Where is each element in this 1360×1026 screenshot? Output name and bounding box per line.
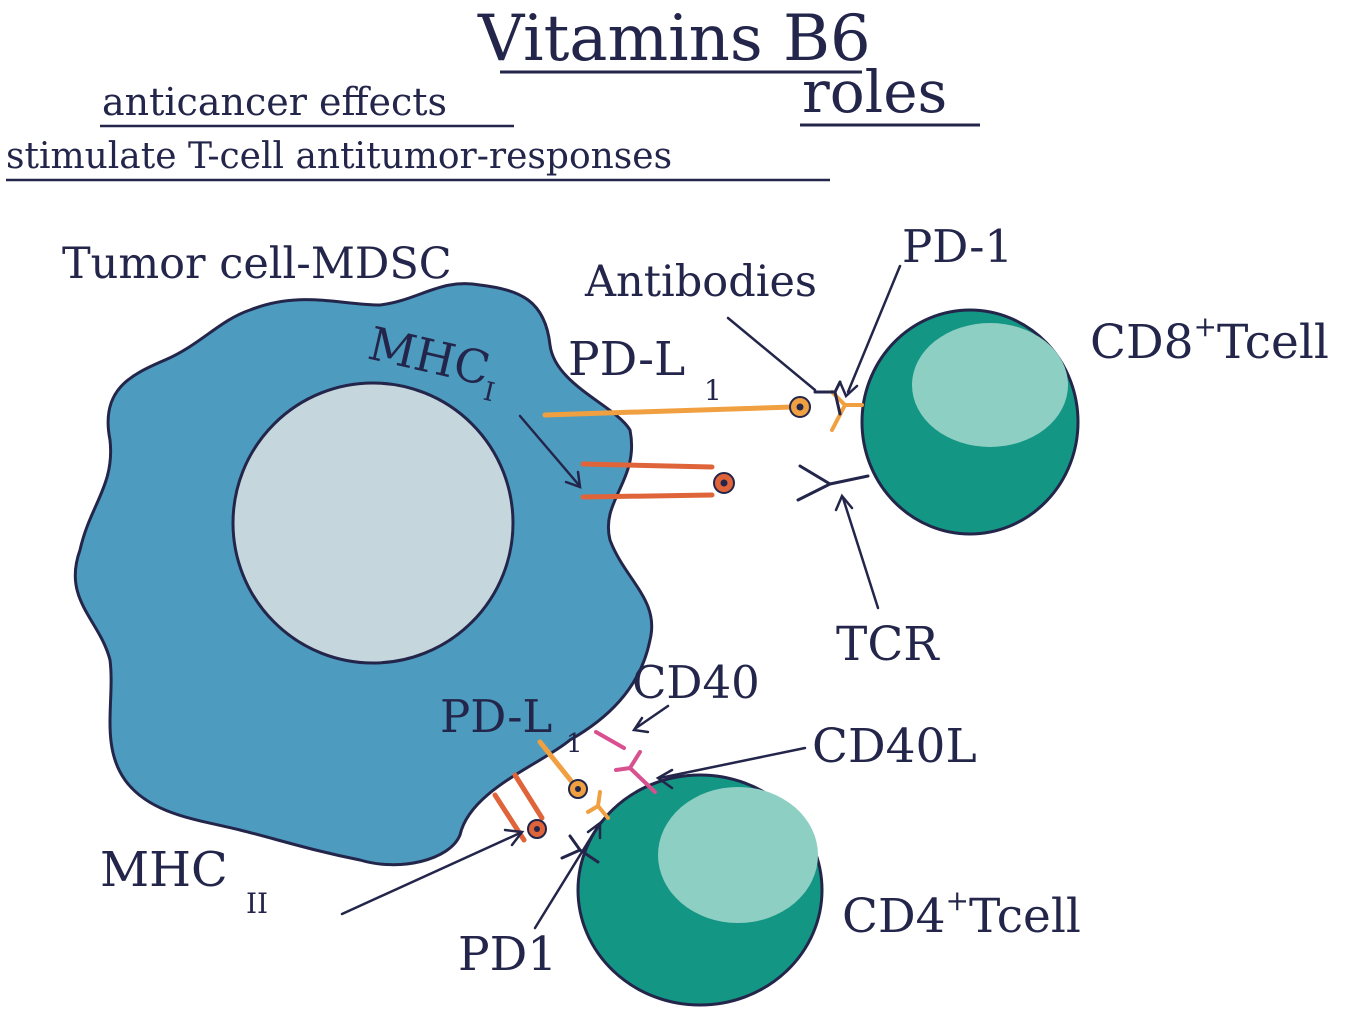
- pd1-top-label: PD-1: [902, 220, 1013, 273]
- antibody-receptor: [813, 380, 842, 416]
- cd40l-label: CD40L: [812, 719, 977, 774]
- cd8-tcell: [860, 308, 1080, 536]
- cd40-arrow: [634, 704, 670, 730]
- pd1-top-arrow: [846, 264, 902, 394]
- antibodies-pointer: [726, 316, 817, 392]
- tcr-label: TCR: [836, 617, 940, 672]
- cd8-label-prefix: CD8: [1090, 315, 1194, 370]
- pdl1-bottom-label: PD-L: [440, 690, 552, 743]
- cd4-tcell: [576, 773, 824, 1007]
- tumor-cell: [73, 282, 654, 867]
- pdl1-bottom-stalk: [537, 739, 575, 785]
- pdl1-top-stalk: [542, 404, 795, 418]
- cd40-label: CD40: [632, 656, 760, 709]
- title-sub: roles: [802, 58, 947, 126]
- pdl1-top-label-sub: 1: [704, 374, 722, 407]
- mhc2-bar-right: [512, 772, 545, 821]
- tumor-cell-nucleus: [231, 381, 515, 665]
- cd4-label-prefix: CD4: [842, 889, 946, 944]
- cd8-label-suffix: Tcell: [1217, 315, 1329, 370]
- mhc1-lower-bar: [580, 492, 715, 500]
- cd4-label-suffix: Tcell: [969, 889, 1081, 944]
- cd8-tcell-highlight: [912, 323, 1068, 447]
- mhc2-label-sub: II: [246, 887, 268, 920]
- cd4-label: CD4+Tcell: [842, 884, 1081, 944]
- mhc2-arrowhead: [503, 828, 525, 847]
- pdl1-top-ligand-dot: [796, 403, 804, 411]
- cd40-stalk: [594, 730, 626, 750]
- tcr-arrow: [841, 496, 880, 610]
- cd4-tcell-highlight: [658, 787, 818, 923]
- pdl1-bottom-ligand-dot: [575, 786, 581, 792]
- tcr-arrowhead: [834, 493, 854, 512]
- tumor-cell-label: Tumor cell-MDSC: [62, 239, 452, 289]
- pointer-lines: [340, 264, 902, 930]
- mhc2-peptide-dot: [534, 826, 540, 832]
- mhc1-arrow: [518, 414, 580, 486]
- cd8-label: CD8+Tcell: [1090, 310, 1329, 370]
- mhc2-arrow: [340, 831, 522, 916]
- cd40l-receptor: [614, 750, 657, 794]
- subtitle-anticancer: anticancer effects: [102, 80, 447, 124]
- mhc1-peptide-dot: [720, 479, 728, 487]
- pdl1-bottom-label-sub: 1: [566, 729, 583, 759]
- pd1-bottom-label: PD1: [458, 927, 557, 982]
- cd4-label-sup: +: [946, 884, 969, 917]
- mhc2-label: MHC: [100, 842, 228, 898]
- subtitle-tcell: stimulate T-cell antitumor-responses: [6, 136, 672, 177]
- antibodies-label: Antibodies: [584, 257, 817, 307]
- mhc1-upper-bar: [580, 461, 715, 470]
- cd40-arrowhead: [631, 716, 650, 734]
- pd1-bottom-pointer: [533, 824, 600, 930]
- cd8-label-sup: +: [1194, 310, 1217, 343]
- pd1-top-arrowhead: [838, 380, 859, 399]
- mhc1-arrowhead: [564, 470, 582, 489]
- tcr-receptor: [796, 464, 870, 502]
- cd40l-arrowhead: [655, 768, 674, 790]
- cd40l-arrow: [658, 746, 807, 780]
- pd1-bottom-receptor: [586, 790, 610, 820]
- title-main: Vitamins B6: [477, 2, 871, 76]
- pdl1-top-label: PD-L: [568, 332, 685, 387]
- pd1-bottom-arrowhead: [586, 820, 602, 840]
